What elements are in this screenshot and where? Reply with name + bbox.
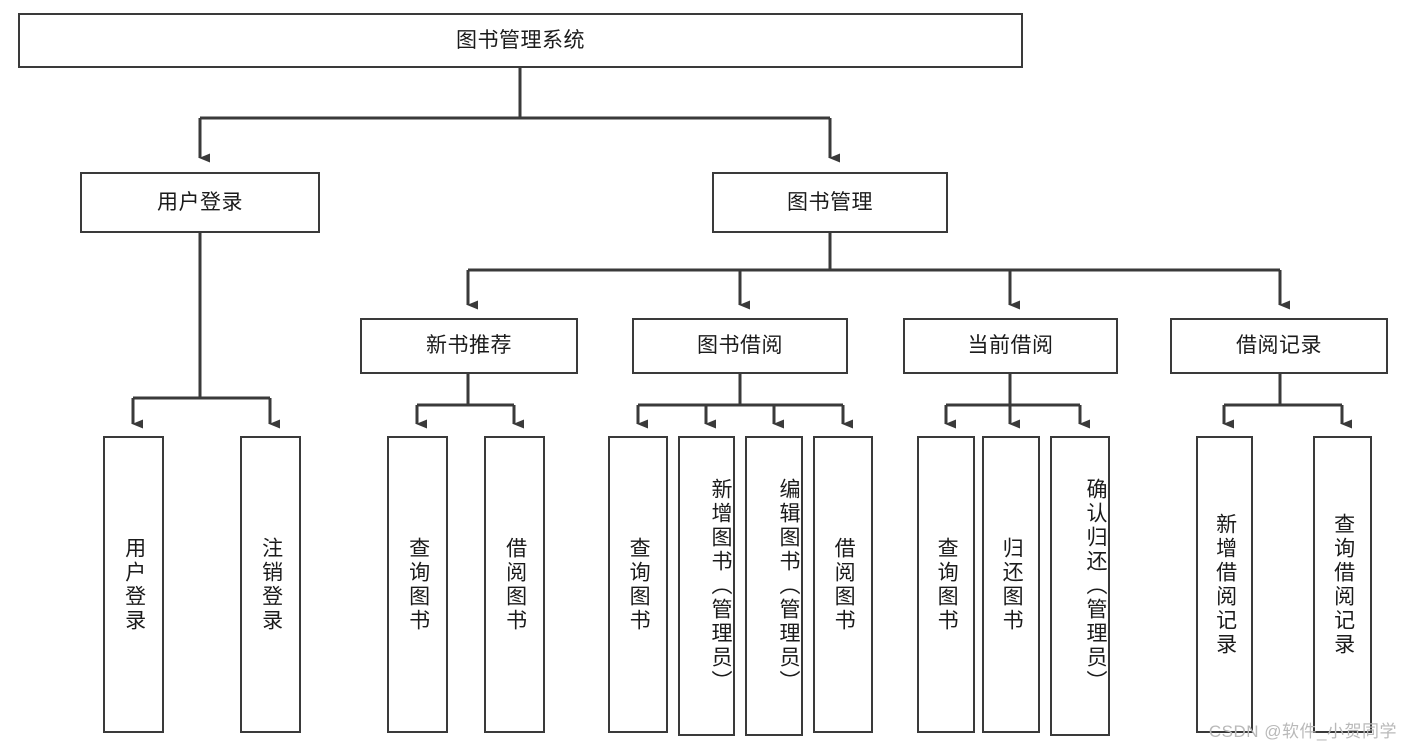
node-leaf-user-login[interactable]: 用户登录 — [103, 436, 164, 733]
node-new-book-recommend[interactable]: 新书推荐 — [360, 318, 578, 374]
node-leaf-return-book-label: 归还图书 — [1000, 536, 1024, 633]
node-leaf-edit-book-admin-label: 编辑图书（管理员） — [777, 478, 800, 694]
node-leaf-confirm-return-admin-label: 确认归还（管理员） — [1084, 478, 1107, 694]
node-leaf-logout-label: 注销登录 — [259, 536, 283, 633]
node-borrow-record-label: 借阅记录 — [1236, 334, 1322, 358]
node-leaf-borrow-book-recommend[interactable]: 借阅图书 — [484, 436, 545, 733]
node-leaf-borrow-book-recommend-label: 借阅图书 — [503, 536, 527, 633]
node-leaf-add-borrow-record-label: 新增借阅记录 — [1213, 512, 1237, 657]
node-leaf-query-book-borrow[interactable]: 查询图书 — [608, 436, 668, 733]
node-leaf-query-borrow-record[interactable]: 查询借阅记录 — [1313, 436, 1372, 733]
node-leaf-query-book-current-label: 查询图书 — [935, 536, 959, 633]
node-leaf-add-book-admin-label: 新增图书（管理员） — [709, 478, 732, 694]
node-leaf-borrow-book-borrow-label: 借阅图书 — [832, 536, 856, 633]
node-leaf-query-book-recommend[interactable]: 查询图书 — [387, 436, 448, 733]
node-user-login-label: 用户登录 — [157, 190, 243, 214]
node-current-borrow[interactable]: 当前借阅 — [903, 318, 1118, 374]
node-leaf-edit-book-admin[interactable]: 编辑图书（管理员） — [745, 436, 803, 736]
node-leaf-query-borrow-record-label: 查询借阅记录 — [1331, 512, 1355, 657]
node-leaf-user-login-label: 用户登录 — [122, 536, 146, 633]
node-borrow-record[interactable]: 借阅记录 — [1170, 318, 1388, 374]
node-root-system-label: 图书管理系统 — [456, 28, 585, 52]
node-user-login[interactable]: 用户登录 — [80, 172, 320, 233]
node-leaf-confirm-return-admin[interactable]: 确认归还（管理员） — [1050, 436, 1110, 736]
node-book-borrow-label: 图书借阅 — [697, 334, 783, 358]
node-book-management[interactable]: 图书管理 — [712, 172, 948, 233]
node-leaf-query-book-current[interactable]: 查询图书 — [917, 436, 975, 733]
node-leaf-query-book-borrow-label: 查询图书 — [627, 536, 651, 633]
node-root-system[interactable]: 图书管理系统 — [18, 13, 1023, 68]
node-leaf-return-book[interactable]: 归还图书 — [982, 436, 1040, 733]
node-leaf-add-borrow-record[interactable]: 新增借阅记录 — [1196, 436, 1253, 733]
node-book-management-label: 图书管理 — [787, 190, 873, 214]
node-leaf-borrow-book-borrow[interactable]: 借阅图书 — [813, 436, 873, 733]
node-leaf-add-book-admin[interactable]: 新增图书（管理员） — [678, 436, 735, 736]
node-leaf-query-book-recommend-label: 查询图书 — [406, 536, 430, 633]
node-leaf-logout[interactable]: 注销登录 — [240, 436, 301, 733]
node-book-borrow[interactable]: 图书借阅 — [632, 318, 848, 374]
node-new-book-recommend-label: 新书推荐 — [426, 334, 512, 358]
node-current-borrow-label: 当前借阅 — [967, 334, 1054, 358]
